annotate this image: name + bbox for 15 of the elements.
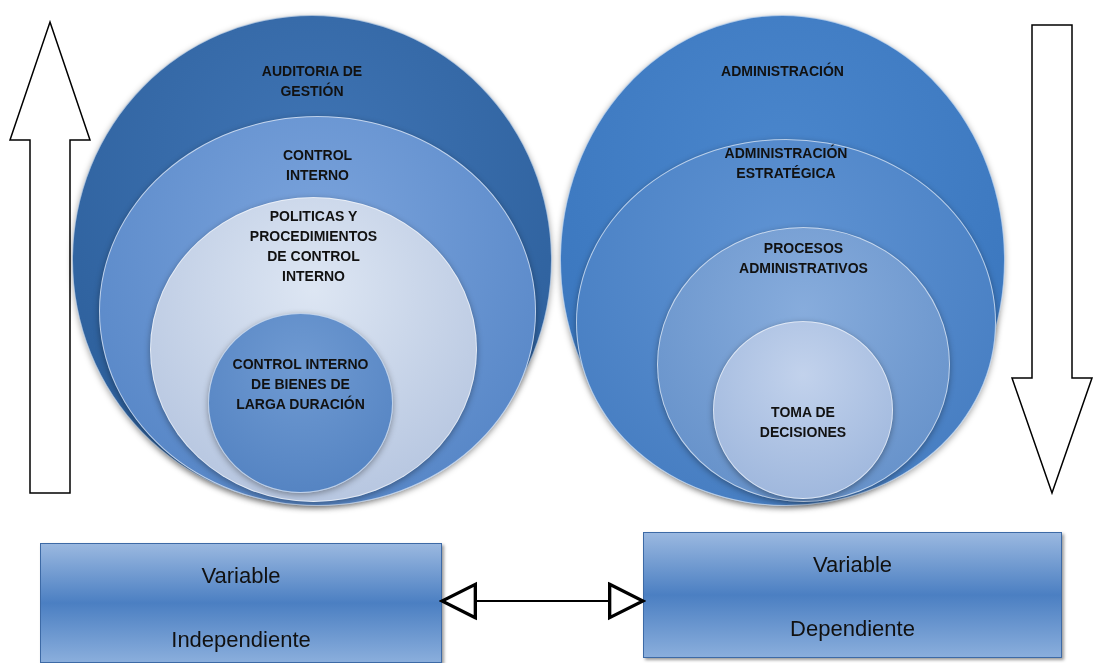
variable-box bbox=[40, 543, 442, 663]
circle-label: ADMINISTRACIÓN bbox=[720, 61, 845, 81]
box-label: Variable Dependiente bbox=[789, 551, 916, 643]
variable-box bbox=[643, 532, 1062, 658]
box-label: Variable Independiente bbox=[170, 562, 312, 654]
circle-node bbox=[208, 313, 393, 493]
double-arrow bbox=[440, 582, 645, 619]
circle-label: TOMA DE DECISIONES bbox=[758, 403, 848, 442]
circle-node bbox=[713, 321, 893, 499]
circle-label: CONTROL INTERNO DE BIENES DE LARGA DURACIÓN bbox=[231, 355, 370, 414]
circle-label: PROCESOS ADMINISTRATIVOS bbox=[738, 239, 869, 278]
circle-label: ADMINISTRACIÓN ESTRATÉGICA bbox=[723, 143, 849, 183]
circle-label: POLITICAS Y PROCEDIMIENTOS DE CONTROL INTERNO bbox=[248, 207, 379, 286]
circle-label: AUDITORIA DE GESTIÓN bbox=[260, 62, 364, 101]
circle-label: CONTROL INTERNO bbox=[281, 146, 354, 185]
